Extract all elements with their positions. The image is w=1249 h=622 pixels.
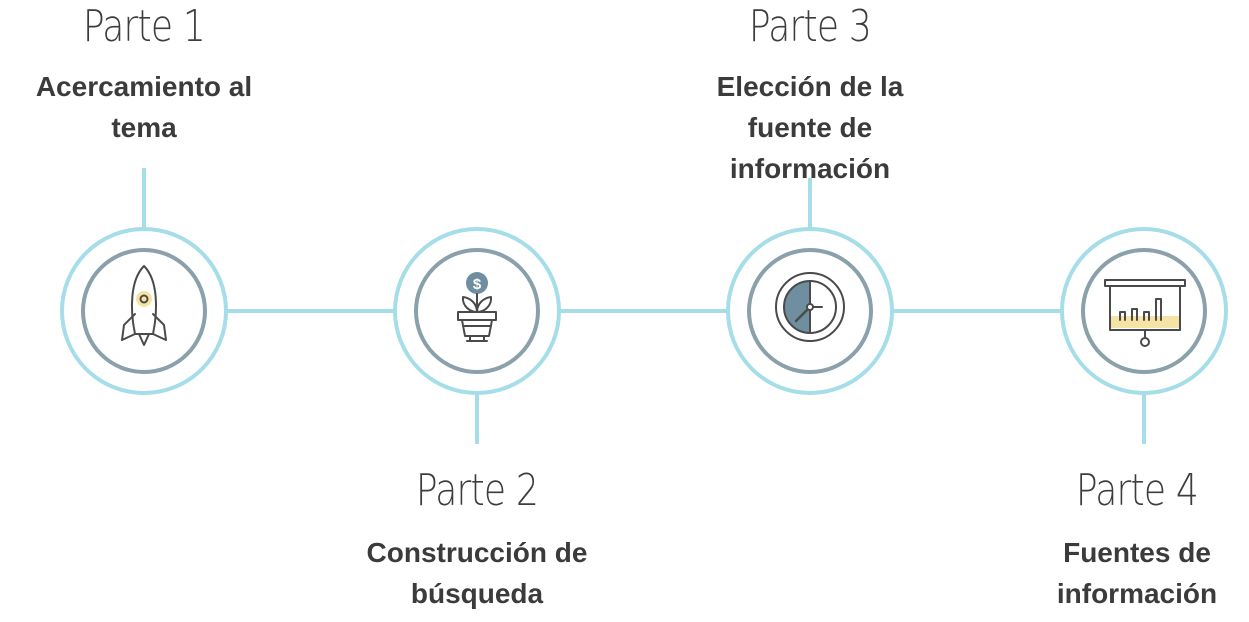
step-node-1 — [60, 227, 228, 395]
step-title: Parte 4 — [1075, 465, 1199, 516]
clock-icon — [775, 272, 845, 342]
rocket-icon — [121, 265, 167, 346]
step-description: Elección de la fuente de información — [716, 71, 904, 184]
step-label-4: Parte 4 Fuentes de información — [1029, 466, 1245, 614]
step-description: Fuentes de información — [1056, 537, 1218, 609]
step-description: Construcción de búsqueda — [366, 537, 588, 609]
step-label-2: Parte 2 Construcción de búsqueda — [337, 466, 617, 614]
step-title: Parte 1 — [82, 1, 206, 52]
step-node-4 — [1060, 227, 1228, 395]
step-title: Parte 2 — [415, 465, 539, 516]
step-title: Parte 3 — [748, 1, 872, 52]
step-description: Acercamiento al tema — [35, 71, 253, 143]
step-label-3: Parte 3 Elección de la fuente de informa… — [670, 2, 950, 189]
step-node-3 — [726, 227, 894, 395]
step-label-1: Parte 1 Acercamiento al tema — [4, 2, 284, 148]
step-node-2: $ — [393, 227, 561, 395]
presentation-chart-icon — [1104, 279, 1186, 347]
svg-text:$: $ — [473, 276, 482, 293]
money-plant-icon: $ — [457, 272, 497, 342]
